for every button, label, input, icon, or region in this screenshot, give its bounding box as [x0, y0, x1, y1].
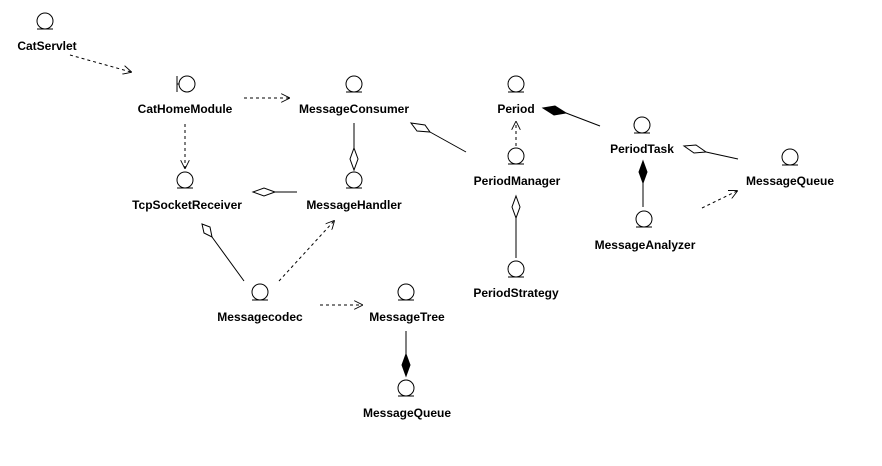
node-messagequeue-bottom[interactable]: MessageQueue	[363, 379, 451, 420]
composition-diamond	[541, 105, 568, 116]
entity-icon	[345, 171, 363, 189]
entity-icon	[176, 171, 194, 189]
aggregation-diamond	[409, 122, 432, 133]
edge-tcpsocketreceiver-messagecodec	[211, 236, 245, 282]
edges	[69, 54, 739, 378]
node-periodstrategy[interactable]: PeriodStrategy	[473, 260, 559, 300]
node-label: CatHomeModule	[138, 102, 233, 116]
composition-diamond	[638, 159, 648, 185]
node-messagetree[interactable]: MessageTree	[369, 283, 445, 324]
entity-icon	[507, 75, 525, 93]
edge-messageanalyzer-messagequeue	[701, 191, 737, 209]
boundary-icon	[178, 75, 196, 93]
node-period[interactable]: Period	[497, 75, 535, 116]
node-catservlet[interactable]: CatServlet	[17, 12, 77, 53]
node-label: MessageTree	[369, 310, 445, 324]
entity-icon	[507, 260, 525, 278]
entity-icon	[36, 12, 54, 30]
aggregation-diamond	[349, 146, 359, 172]
node-periodmanager[interactable]: PeriodManager	[474, 147, 561, 188]
node-messagequeue-right[interactable]: MessageQueue	[746, 148, 834, 188]
entity-icon	[507, 147, 525, 165]
composition-diamond	[401, 352, 411, 378]
edge-messageconsumer-periodmanager	[429, 131, 467, 153]
node-label: MessageHandler	[306, 198, 402, 212]
node-label: PeriodTask	[610, 142, 674, 156]
entity-icon	[397, 379, 415, 397]
node-label: MessageConsumer	[299, 102, 409, 116]
node-label: MessageAnalyzer	[595, 238, 696, 252]
node-messageconsumer[interactable]: MessageConsumer	[299, 75, 409, 116]
entity-icon	[345, 75, 363, 93]
node-messagecodec[interactable]: Messagecodec	[217, 283, 303, 324]
aggregation-diamond	[511, 194, 521, 220]
node-label: PeriodStrategy	[473, 286, 559, 300]
edge-periodtask-messagequeue	[705, 151, 739, 160]
edge-messagecodec-messagehandler	[278, 221, 334, 282]
node-label: PeriodManager	[474, 174, 561, 188]
node-messagehandler[interactable]: MessageHandler	[306, 171, 402, 212]
node-label: Messagecodec	[217, 310, 303, 324]
node-cathomemodule[interactable]: CatHomeModule	[138, 75, 233, 116]
entity-icon	[251, 283, 269, 301]
edge-catservlet-cathomemodule	[69, 54, 131, 72]
edge-period-periodtask	[565, 112, 601, 127]
entity-icon	[633, 116, 651, 134]
node-tcpsocketreceiver[interactable]: TcpSocketReceiver	[132, 171, 242, 212]
node-label: CatServlet	[17, 39, 76, 53]
node-label: MessageQueue	[363, 406, 451, 420]
node-messageanalyzer[interactable]: MessageAnalyzer	[595, 210, 696, 252]
entity-icon	[635, 210, 653, 228]
nodes: CatServlet CatHomeModule MessageConsumer…	[17, 12, 834, 420]
entity-icon	[397, 283, 415, 301]
aggregation-diamond	[201, 223, 213, 238]
node-label: TcpSocketReceiver	[132, 198, 242, 212]
aggregation-diamond	[251, 187, 277, 197]
entity-icon	[781, 148, 799, 166]
node-label: MessageQueue	[746, 174, 834, 188]
node-periodtask[interactable]: PeriodTask	[610, 116, 674, 156]
aggregation-diamond	[682, 144, 708, 154]
node-label: Period	[497, 102, 534, 116]
